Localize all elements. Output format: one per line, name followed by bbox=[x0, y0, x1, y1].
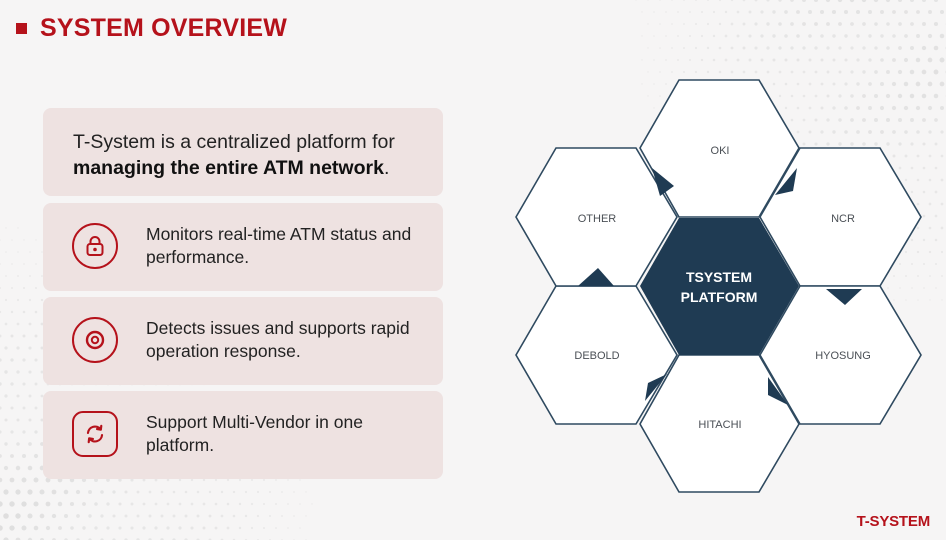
notch-lower-left bbox=[645, 374, 667, 401]
intro-text-bold: managing the entire ATM network bbox=[73, 157, 384, 179]
lock-icon bbox=[72, 223, 118, 269]
hex-oki bbox=[639, 79, 800, 218]
refresh-icon bbox=[72, 411, 118, 457]
feature-text: Detects issues and supports rapid operat… bbox=[146, 318, 410, 361]
vendor-label-hyosung: HYOSUNG bbox=[815, 350, 871, 362]
feature-card-multivendor: Support Multi-Vendor in one platform. bbox=[43, 391, 443, 479]
notch-upper-left bbox=[578, 268, 614, 286]
header: SYSTEM OVERVIEW bbox=[16, 14, 287, 43]
vendor-label-debold: DEBOLD bbox=[574, 350, 619, 362]
feature-card-monitoring: Monitors real-time ATM status and perfor… bbox=[43, 203, 443, 291]
center-label-line2: PLATFORM bbox=[681, 289, 758, 305]
intro-text-end: . bbox=[383, 157, 390, 179]
title-bullet bbox=[16, 23, 27, 34]
intro-text-plain: T-System is a centralized platform for bbox=[73, 131, 395, 153]
center-label-line1: TSYSTEM bbox=[686, 269, 752, 285]
feature-card-detection: Detects issues and supports rapid operat… bbox=[43, 297, 443, 385]
vendor-label-hitachi: HITACHI bbox=[698, 419, 741, 431]
notch-upper-right bbox=[775, 168, 797, 195]
hex-hyosung bbox=[759, 285, 922, 425]
target-icon bbox=[72, 317, 118, 363]
notch-bottom bbox=[768, 377, 788, 405]
page-title: SYSTEM OVERVIEW bbox=[40, 14, 288, 42]
feature-text: Support Multi-Vendor in one platform. bbox=[146, 412, 363, 455]
vendor-label-other: OTHER bbox=[578, 213, 617, 225]
vendor-label-ncr: NCR bbox=[831, 213, 855, 225]
hex-center-platform bbox=[640, 218, 799, 355]
intro-text: T-System is a centralized platform for m… bbox=[73, 129, 395, 181]
notch-top bbox=[652, 168, 674, 196]
platform-hexagon-diagram: OKI NCR HYOSUNG HITACHI DEBOLD OTHER TSY… bbox=[515, 79, 922, 493]
brand-logo: T-SYSTEM bbox=[856, 513, 931, 530]
feature-text: Monitors real-time ATM status and perfor… bbox=[146, 224, 412, 267]
vendor-label-oki: OKI bbox=[711, 145, 730, 157]
hex-other bbox=[515, 147, 678, 287]
intro-card: T-System is a centralized platform for m… bbox=[43, 108, 443, 196]
notch-lower-right bbox=[826, 289, 862, 305]
